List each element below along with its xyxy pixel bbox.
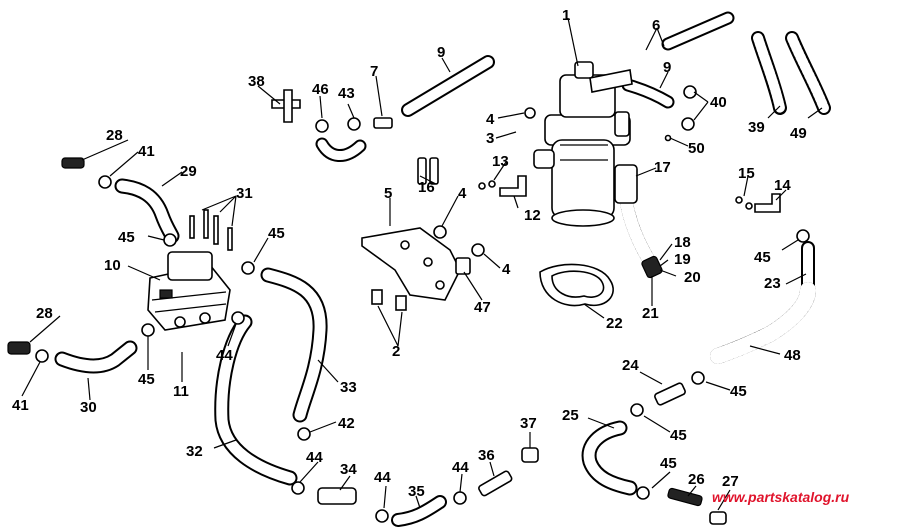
callout-25: 25	[562, 407, 579, 424]
callout-43: 43	[338, 85, 355, 102]
callout-15: 15	[738, 165, 755, 182]
callout-7: 7	[370, 63, 378, 80]
callout-44: 44	[216, 347, 233, 364]
callout-16: 16	[418, 179, 435, 196]
callout-45: 45	[670, 427, 687, 444]
callout-50: 50	[688, 140, 705, 157]
callout-labels: 1 6 9 9 38 46 43 7 4 3 40 39 49 28 41 29…	[12, 7, 807, 500]
callout-36: 36	[478, 447, 495, 464]
callout-4: 4	[458, 185, 467, 202]
gasket-22	[539, 263, 614, 307]
callout-44: 44	[374, 469, 391, 486]
callout-44: 44	[452, 459, 469, 476]
callout-45: 45	[268, 225, 285, 242]
fuel-pump-10	[147, 251, 231, 331]
callout-39: 39	[748, 119, 765, 136]
callout-45: 45	[730, 383, 747, 400]
callout-45: 45	[660, 455, 677, 472]
callout-30: 30	[80, 399, 97, 416]
watermark: www.partskatalog.ru	[712, 489, 850, 505]
callout-9: 9	[663, 59, 671, 76]
callout-48: 48	[784, 347, 801, 364]
fittings	[7, 85, 810, 525]
callout-19: 19	[674, 251, 691, 268]
callout-17: 17	[654, 159, 671, 176]
callout-18: 18	[674, 234, 691, 251]
callout-2: 2	[392, 343, 400, 360]
callout-47: 47	[474, 299, 491, 316]
callout-29: 29	[180, 163, 197, 180]
callout-4: 4	[486, 111, 495, 128]
callout-40: 40	[710, 94, 727, 111]
callout-42: 42	[338, 415, 355, 432]
callout-45: 45	[118, 229, 135, 246]
callout-35: 35	[408, 483, 425, 500]
callout-26: 26	[688, 471, 705, 488]
callout-24: 24	[622, 357, 639, 374]
callout-3: 3	[486, 130, 494, 147]
callout-37: 37	[520, 415, 537, 432]
callout-14: 14	[774, 177, 791, 194]
callout-45: 45	[138, 371, 155, 388]
callout-44: 44	[306, 449, 323, 466]
callout-34: 34	[340, 461, 357, 478]
callout-20: 20	[684, 269, 701, 286]
callout-10: 10	[104, 257, 121, 274]
callout-21: 21	[642, 305, 659, 322]
callout-31: 31	[236, 185, 253, 202]
callout-32: 32	[186, 443, 203, 460]
callout-28: 28	[106, 127, 123, 144]
leader-lines	[21, 17, 823, 511]
callout-45: 45	[754, 249, 771, 266]
callout-11: 11	[173, 383, 189, 400]
hose-group	[54, 11, 831, 527]
callout-12: 12	[524, 207, 541, 224]
callout-46: 46	[312, 81, 329, 98]
callout-33: 33	[340, 379, 357, 396]
callout-6: 6	[652, 17, 660, 34]
callout-23: 23	[764, 275, 781, 292]
bracket-5	[361, 227, 461, 301]
callout-49: 49	[790, 125, 807, 142]
callout-22: 22	[606, 315, 623, 332]
callout-38: 38	[248, 73, 265, 90]
callout-13: 13	[492, 153, 509, 170]
callout-41: 41	[12, 397, 29, 414]
callout-28: 28	[36, 305, 53, 322]
callout-9: 9	[437, 44, 445, 61]
callout-5: 5	[384, 185, 392, 202]
callout-1: 1	[562, 7, 570, 24]
fuel-pump-assembly	[533, 61, 633, 227]
callout-4: 4	[502, 261, 511, 278]
callout-41: 41	[138, 143, 155, 160]
callout-27: 27	[722, 473, 739, 490]
